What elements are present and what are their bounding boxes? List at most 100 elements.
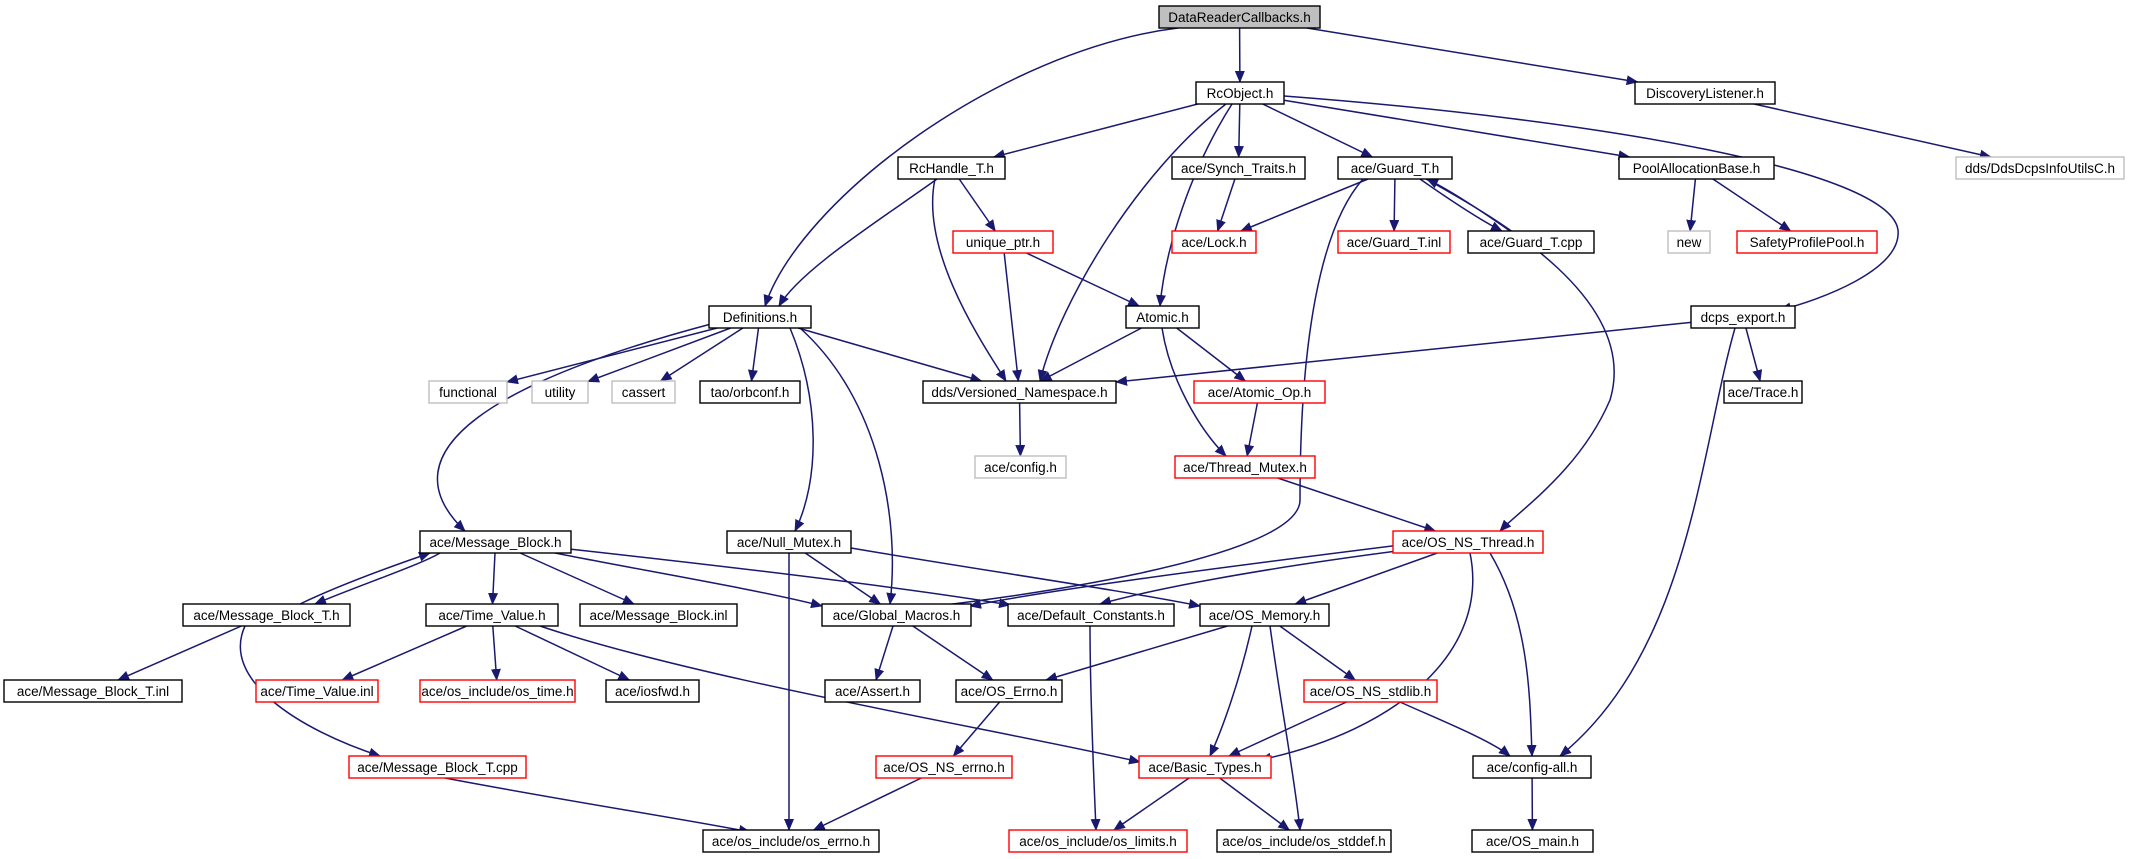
graph-node-orbc[interactable]: tao/orbconf.h <box>699 380 801 404</box>
edge-mb-to-dc <box>559 547 1011 609</box>
graph-node-dc[interactable]: ace/Default_Constants.h <box>1007 603 1175 627</box>
node-box <box>824 679 921 703</box>
edge-dex-to-vns <box>1115 321 1692 386</box>
graph-node-mb[interactable]: ace/Message_Block.h <box>419 530 572 554</box>
graph-node-vns[interactable]: dds/Versioned_Namespace.h <box>922 380 1117 404</box>
node-label: ace/config-all.h <box>1487 760 1578 775</box>
graph-node-oil[interactable]: ace/os_include/os_limits.h <box>1008 829 1188 853</box>
graph-node-pab[interactable]: PoolAllocationBase.h <box>1618 156 1775 180</box>
edge-pab-to-new <box>1686 178 1697 232</box>
graph-node-cfga[interactable]: ace/config-all.h <box>1472 755 1592 779</box>
edge-gm-to-asrt <box>874 625 894 681</box>
graph-node-trace[interactable]: ace/Trace.h <box>1723 380 1803 404</box>
graph-node-dl[interactable]: DiscoveryListener.h <box>1634 81 1776 105</box>
edge-tv-to-ost <box>490 625 501 681</box>
node-box <box>1467 230 1595 254</box>
edge-tm-to-osnt <box>1277 477 1437 533</box>
graph-node-mbti[interactable]: ace/Message_Block_T.inl <box>3 679 183 703</box>
edge-osnt-to-bt <box>1259 552 1474 763</box>
graph-node-osm[interactable]: ace/OS_Memory.h <box>1199 603 1330 627</box>
edge-oserr-to-osnse <box>952 701 1001 757</box>
node-label: Atomic.h <box>1136 310 1189 325</box>
graph-node-def[interactable]: Definitions.h <box>708 305 812 329</box>
edge-rco-to-st <box>1233 103 1244 158</box>
edge-atom-to-vns <box>1039 327 1142 382</box>
edge-bt-to-oil <box>1113 777 1190 831</box>
graph-node-func[interactable]: functional <box>428 380 508 404</box>
graph-node-cfg[interactable]: ace/config.h <box>974 455 1067 479</box>
graph-node-mbi[interactable]: ace/Message_Block.inl <box>579 603 738 627</box>
graph-node-util[interactable]: utility <box>531 380 589 404</box>
edge-osm-to-osstd <box>1279 625 1357 681</box>
graph-node-iosf[interactable]: ace/iosfwd.h <box>605 679 700 703</box>
graph-node-gti[interactable]: ace/Guard_T.inl <box>1337 230 1451 254</box>
graph-node-dduic[interactable]: dds/DdsDcpsInfoUtilsC.h <box>1955 156 2125 180</box>
node-label: ace/os_include/os_time.h <box>421 684 573 699</box>
graph-node-lock[interactable]: ace/Lock.h <box>1171 230 1257 254</box>
graph-node-rch[interactable]: RcHandle_T.h <box>897 156 1006 180</box>
graph-node-st[interactable]: ace/Synch_Traits.h <box>1171 156 1306 180</box>
graph-node-tv[interactable]: ace/Time_Value.h <box>425 603 559 627</box>
graph-node-osnse[interactable]: ace/OS_NS_errno.h <box>875 755 1013 779</box>
edge-atom-to-tm <box>1161 327 1227 457</box>
graph-node-bt[interactable]: ace/Basic_Types.h <box>1138 755 1272 779</box>
graph-node-dex[interactable]: dcps_export.h <box>1690 305 1796 329</box>
graph-node-cass[interactable]: cassert <box>611 380 676 404</box>
node-label: ace/OS_NS_stdlib.h <box>1310 684 1432 699</box>
graph-node-spp[interactable]: SafetyProfilePool.h <box>1736 230 1878 254</box>
graph-node-osstd[interactable]: ace/OS_NS_stdlib.h <box>1303 679 1438 703</box>
node-box <box>1193 380 1326 404</box>
graph-node-aop[interactable]: ace/Atomic_Op.h <box>1193 380 1326 404</box>
edge-osnt-to-osm <box>1294 552 1438 605</box>
graph-node-tm[interactable]: ace/Thread_Mutex.h <box>1174 455 1316 479</box>
graph-node-gt[interactable]: ace/Guard_T.h <box>1337 156 1453 180</box>
node-box <box>531 380 589 404</box>
node-box <box>952 230 1054 254</box>
node-label: ace/OS_Memory.h <box>1209 608 1321 623</box>
graph-node-gm[interactable]: ace/Global_Macros.h <box>821 603 972 627</box>
node-label: ace/Assert.h <box>835 684 910 699</box>
edge-rco-to-vns <box>1037 103 1227 382</box>
graph-node-rco[interactable]: RcObject.h <box>1195 81 1285 105</box>
node-label: ace/config.h <box>984 460 1057 475</box>
graph-node-up[interactable]: unique_ptr.h <box>952 230 1054 254</box>
graph-node-asrt[interactable]: ace/Assert.h <box>824 679 921 703</box>
node-box <box>1174 455 1316 479</box>
node-box <box>821 603 972 627</box>
node-box <box>611 380 676 404</box>
edge-aop-to-tm <box>1244 402 1259 457</box>
edge-dex-to-cfga <box>1559 327 1736 757</box>
graph-node-atom[interactable]: Atomic.h <box>1125 305 1200 329</box>
graph-node-nm[interactable]: ace/Null_Mutex.h <box>726 530 852 554</box>
node-box <box>1216 829 1392 853</box>
node-label: ace/OS_NS_Thread.h <box>1402 535 1535 550</box>
node-label: DataReaderCallbacks.h <box>1168 10 1311 25</box>
graph-node-ost[interactable]: ace/os_include/os_time.h <box>419 679 576 703</box>
node-label: ace/Message_Block.inl <box>589 608 727 623</box>
graph-node-mbtc[interactable]: ace/Message_Block_T.cpp <box>348 755 527 779</box>
edge-def-to-orbc <box>747 327 760 382</box>
graph-node-ois[interactable]: ace/os_include/os_stddef.h <box>1216 829 1392 853</box>
graph-node-new[interactable]: new <box>1667 230 1711 254</box>
graph-node-tvi[interactable]: ace/Time_Value.inl <box>255 679 379 703</box>
edge-gtc-to-gt <box>1426 178 1511 232</box>
edge-mb-to-gm <box>554 552 823 609</box>
graph-node-oie[interactable]: ace/os_include/os_errno.h <box>702 829 880 853</box>
graph-node-osmain[interactable]: ace/OS_main.h <box>1471 829 1594 853</box>
node-box <box>1690 305 1796 329</box>
graph-node-mbt[interactable]: ace/Message_Block_T.h <box>182 603 351 627</box>
node-label: DiscoveryListener.h <box>1646 86 1764 101</box>
edge-mbt-to-mb <box>299 551 431 605</box>
node-label: ace/Trace.h <box>1728 385 1799 400</box>
node-box <box>1471 829 1594 853</box>
edge-up-to-vns <box>1003 252 1023 382</box>
graph-node-drc[interactable]: DataReaderCallbacks.h <box>1158 5 1321 29</box>
edge-mbtc-to-oie <box>444 777 751 835</box>
graph-node-oserr[interactable]: ace/OS_Errno.h <box>955 679 1063 703</box>
node-box <box>974 455 1067 479</box>
node-label: ace/Message_Block_T.cpp <box>357 760 518 775</box>
node-label: RcHandle_T.h <box>909 161 994 176</box>
graph-node-osnt[interactable]: ace/OS_NS_Thread.h <box>1392 530 1544 554</box>
graph-node-gtc[interactable]: ace/Guard_T.cpp <box>1467 230 1595 254</box>
